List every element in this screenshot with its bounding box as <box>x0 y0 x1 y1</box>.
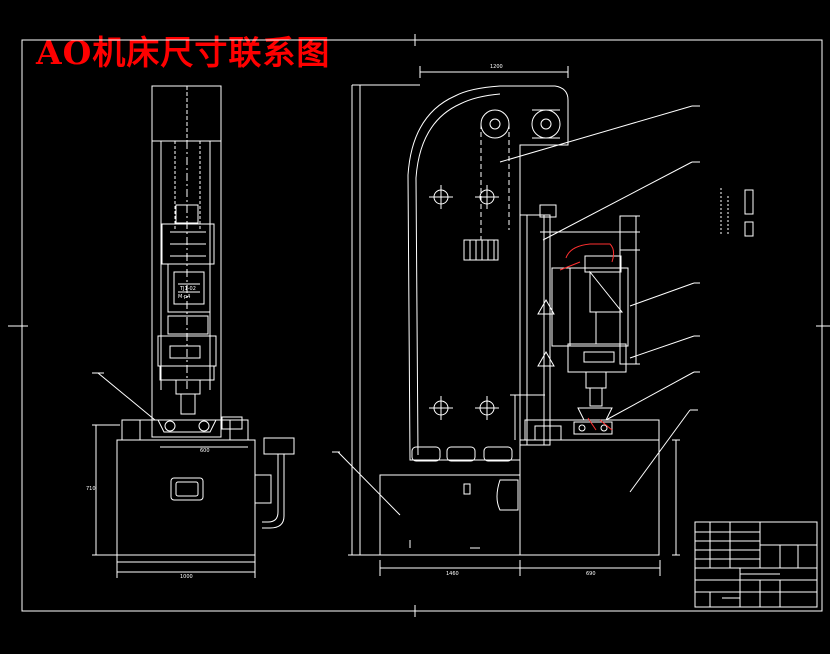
drawing-title: AO机床尺寸联系图 <box>36 33 331 72</box>
svg-text:M·p4: M·p4 <box>178 294 190 300</box>
technical-notes <box>720 188 754 237</box>
svg-text:TJ1-02: TJ1-02 <box>179 286 196 292</box>
svg-text:1000: 1000 <box>180 574 193 580</box>
part-callouts <box>332 105 700 516</box>
svg-text:1200: 1200 <box>490 64 503 70</box>
svg-text:600: 600 <box>200 448 210 454</box>
svg-text:1460: 1460 <box>446 571 459 577</box>
sheet-frame <box>8 34 830 617</box>
side-view: 1000 600 710 TJ1-02 M·p4 <box>86 85 295 580</box>
title-block <box>694 521 818 608</box>
red-annotations <box>559 243 615 431</box>
front-view: 1200 1460 690 <box>348 64 680 577</box>
svg-text:710: 710 <box>86 486 96 492</box>
svg-text:690: 690 <box>586 571 596 577</box>
